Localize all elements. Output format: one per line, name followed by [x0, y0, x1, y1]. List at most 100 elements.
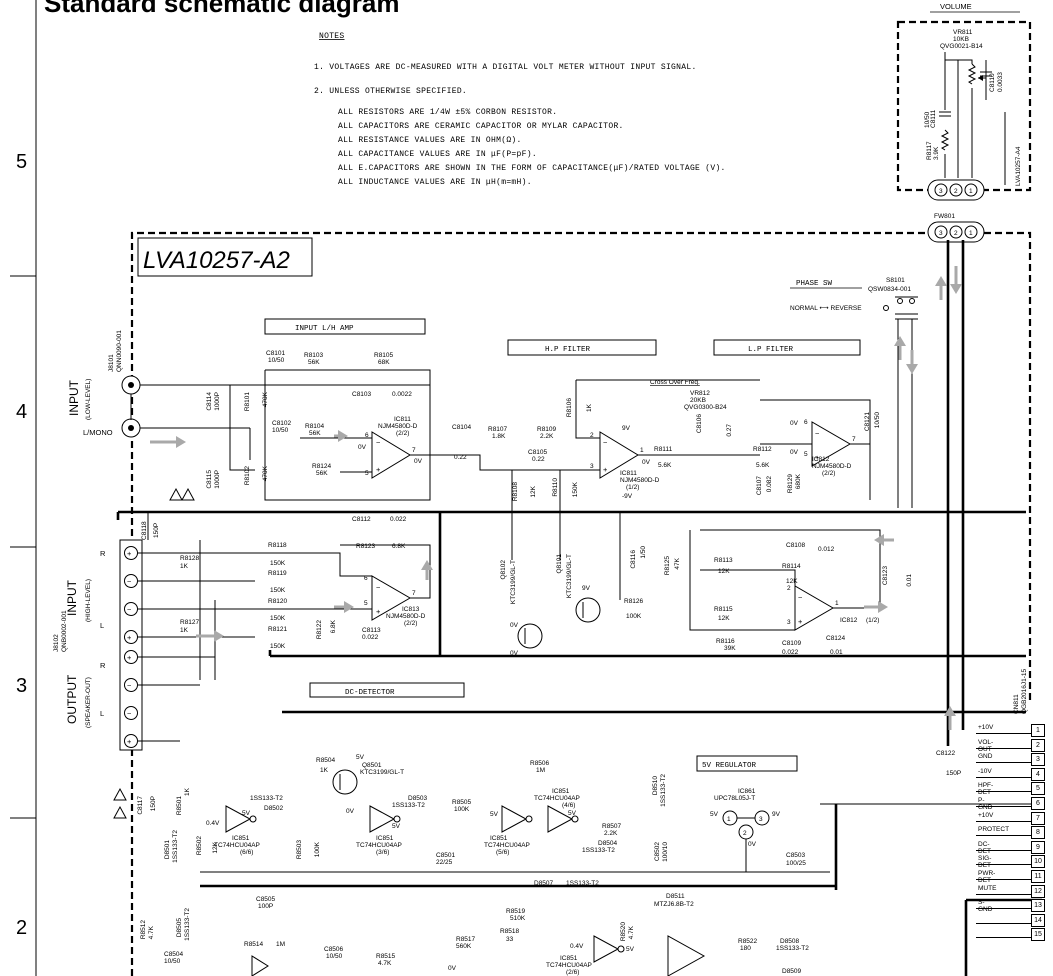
board-outline-right	[984, 231, 1032, 700]
board-label: LVA10257-A2	[137, 237, 313, 277]
cn811-pin-label: P-GND	[978, 797, 993, 811]
cn811-pin-number: 1	[1031, 724, 1045, 737]
svg-text:CN811: CN811	[1013, 694, 1020, 714]
svg-text:R: R	[100, 549, 106, 558]
svg-text:DC-DETECTOR: DC-DETECTOR	[345, 689, 395, 697]
svg-text:(HIGH-LEVEL): (HIGH-LEVEL)	[85, 579, 92, 622]
svg-text:7: 7	[412, 447, 416, 454]
cn811-pin-number: 15	[1031, 928, 1045, 942]
cn811-pin-wire	[976, 776, 1031, 778]
cn811-pin-label: +10V	[978, 724, 994, 731]
svg-text:R8127: R8127	[180, 619, 200, 626]
cn811-pin-label: MUTE	[978, 884, 997, 892]
opamp-ic812-2: 65 7 −+	[804, 419, 856, 467]
cn811-pin-wire	[976, 879, 1031, 880]
svg-text:2: 2	[743, 830, 747, 837]
note-line-4: ALL CAPACITORS ARE CERAMIC CAPACITOR OR …	[338, 122, 624, 131]
svg-text:6: 6	[364, 575, 368, 582]
cn811-pin-wire	[976, 893, 1031, 895]
svg-text:150P: 150P	[153, 523, 160, 538]
svg-text:QNB0002-001: QNB0002-001	[61, 610, 68, 652]
svg-text:+: +	[376, 465, 381, 474]
svg-text:3: 3	[939, 188, 943, 195]
note-line-5: ALL RESISTANCE VALUES ARE IN OHM(Ω).	[338, 136, 522, 145]
svg-text:S8101: S8101	[886, 277, 905, 284]
note-line-7: ALL E.CAPACITORS ARE SHOWN IN THE FORM O…	[338, 164, 726, 173]
svg-text:10KB: 10KB	[953, 36, 969, 43]
phase-switch: S8101 QSW0834-001 NORMAL ⟷ REVERSE	[790, 277, 918, 508]
svg-text:5: 5	[364, 600, 368, 607]
cn811-pin-wire	[976, 835, 1031, 837]
svg-text:LVA10257-A4: LVA10257-A4	[1015, 146, 1022, 186]
svg-text:2: 2	[954, 188, 958, 195]
svg-text:INPUT L/H AMP: INPUT L/H AMP	[295, 325, 354, 333]
svg-text:R: R	[100, 661, 106, 670]
svg-text:1: 1	[835, 600, 839, 607]
cn811-pin-label: S-GND	[978, 899, 993, 914]
cn811-pin-wire	[976, 791, 1031, 793]
cn811-pin-number: 14	[1031, 913, 1045, 927]
svg-text:1: 1	[640, 447, 644, 454]
cn811-pin-label: PWR-DET	[978, 870, 996, 884]
svg-text:3: 3	[939, 230, 943, 237]
cn811-pin-wire	[976, 747, 1031, 749]
cn811-pin-number: 10	[1031, 855, 1045, 869]
svg-text:1K: 1K	[180, 627, 189, 634]
cn811-pin-wire	[976, 864, 1031, 866]
svg-text:1: 1	[727, 816, 731, 823]
svg-text:2: 2	[787, 585, 791, 592]
svg-text:+: +	[127, 549, 132, 558]
cn811-pin-label: DC-DET	[978, 840, 991, 855]
svg-text:+: +	[376, 607, 381, 616]
svg-text:−: −	[127, 577, 132, 586]
opamp-ic813: 65 7 −+	[364, 575, 416, 621]
svg-text:INPUT: INPUT	[67, 379, 81, 416]
opamp-ic812-1: 23 1 −+	[787, 585, 839, 631]
svg-text:−: −	[127, 605, 132, 614]
svg-text:L/MONO: L/MONO	[83, 428, 113, 437]
svg-text:(LOW-LEVEL): (LOW-LEVEL)	[85, 379, 92, 420]
svg-text:2: 2	[590, 432, 594, 439]
svg-text:OUTPUT: OUTPUT	[65, 674, 79, 724]
svg-text:L: L	[100, 709, 104, 718]
svg-text:VR811: VR811	[953, 29, 973, 36]
cn811-pin-number: 4	[1031, 767, 1045, 781]
transistor-q8101	[575, 597, 601, 623]
svg-text:QGB2016J1-15: QGB2016J1-15	[1021, 668, 1028, 714]
signal-wires	[229, 369, 881, 631]
cn811-pin-label: VOL-OUT	[978, 738, 994, 753]
svg-text:−: −	[376, 583, 381, 592]
cn811-pin-wire	[976, 806, 1031, 807]
note-line-6: ALL CAPACITANCE VALUES ARE IN μF(P=pF).	[338, 150, 537, 159]
svg-text:J8101: J8101	[108, 354, 115, 372]
svg-text:−: −	[798, 593, 803, 602]
svg-text:C8118: C8118	[141, 521, 148, 540]
svg-text:R8128: R8128	[180, 555, 200, 562]
warning-triangle-icons	[113, 487, 195, 819]
vr811-resistor	[967, 63, 977, 85]
transistor-q8102	[517, 623, 543, 649]
opamp-ic811-1: 23 1 −+	[590, 431, 644, 479]
svg-text:(SPEAKER-OUT): (SPEAKER-OUT)	[85, 677, 92, 728]
cn811-connector: CN811 QGB2016J1-15	[1013, 668, 1028, 714]
svg-text:R8117: R8117	[926, 141, 933, 160]
fw801-connector: FW801 3 2 1	[927, 213, 985, 243]
svg-text:−: −	[815, 429, 820, 438]
svg-text:6: 6	[804, 419, 808, 426]
cn811-pin-number: 11	[1031, 870, 1045, 883]
svg-text:2: 2	[954, 230, 958, 237]
notes-heading: NOTES	[319, 32, 345, 41]
svg-text:H.P FILTER: H.P FILTER	[545, 346, 591, 354]
svg-text:+: +	[127, 653, 132, 662]
svg-text:QSW0834-001: QSW0834-001	[868, 286, 911, 293]
note-line-3: ALL RESISTORS ARE 1/4W ±5% CORBON RESIST…	[338, 108, 557, 117]
block-labels: INPUT L/H AMP H.P FILTER L.P FILTER PHAS…	[264, 280, 862, 772]
cn811-pin-wire	[976, 922, 1031, 924]
notes-block: NOTES 1. VOLTAGES ARE DC-MEASURED WITH A…	[314, 32, 726, 187]
svg-text:QVG0021-B14: QVG0021-B14	[940, 43, 983, 50]
diagram-title: Standard schematic diagram	[44, 0, 399, 18]
cn811-pin-wire	[976, 733, 1031, 734]
svg-text:+: +	[603, 465, 608, 474]
cn811-pin-wire	[976, 908, 1031, 910]
svg-text:1K: 1K	[180, 563, 189, 570]
